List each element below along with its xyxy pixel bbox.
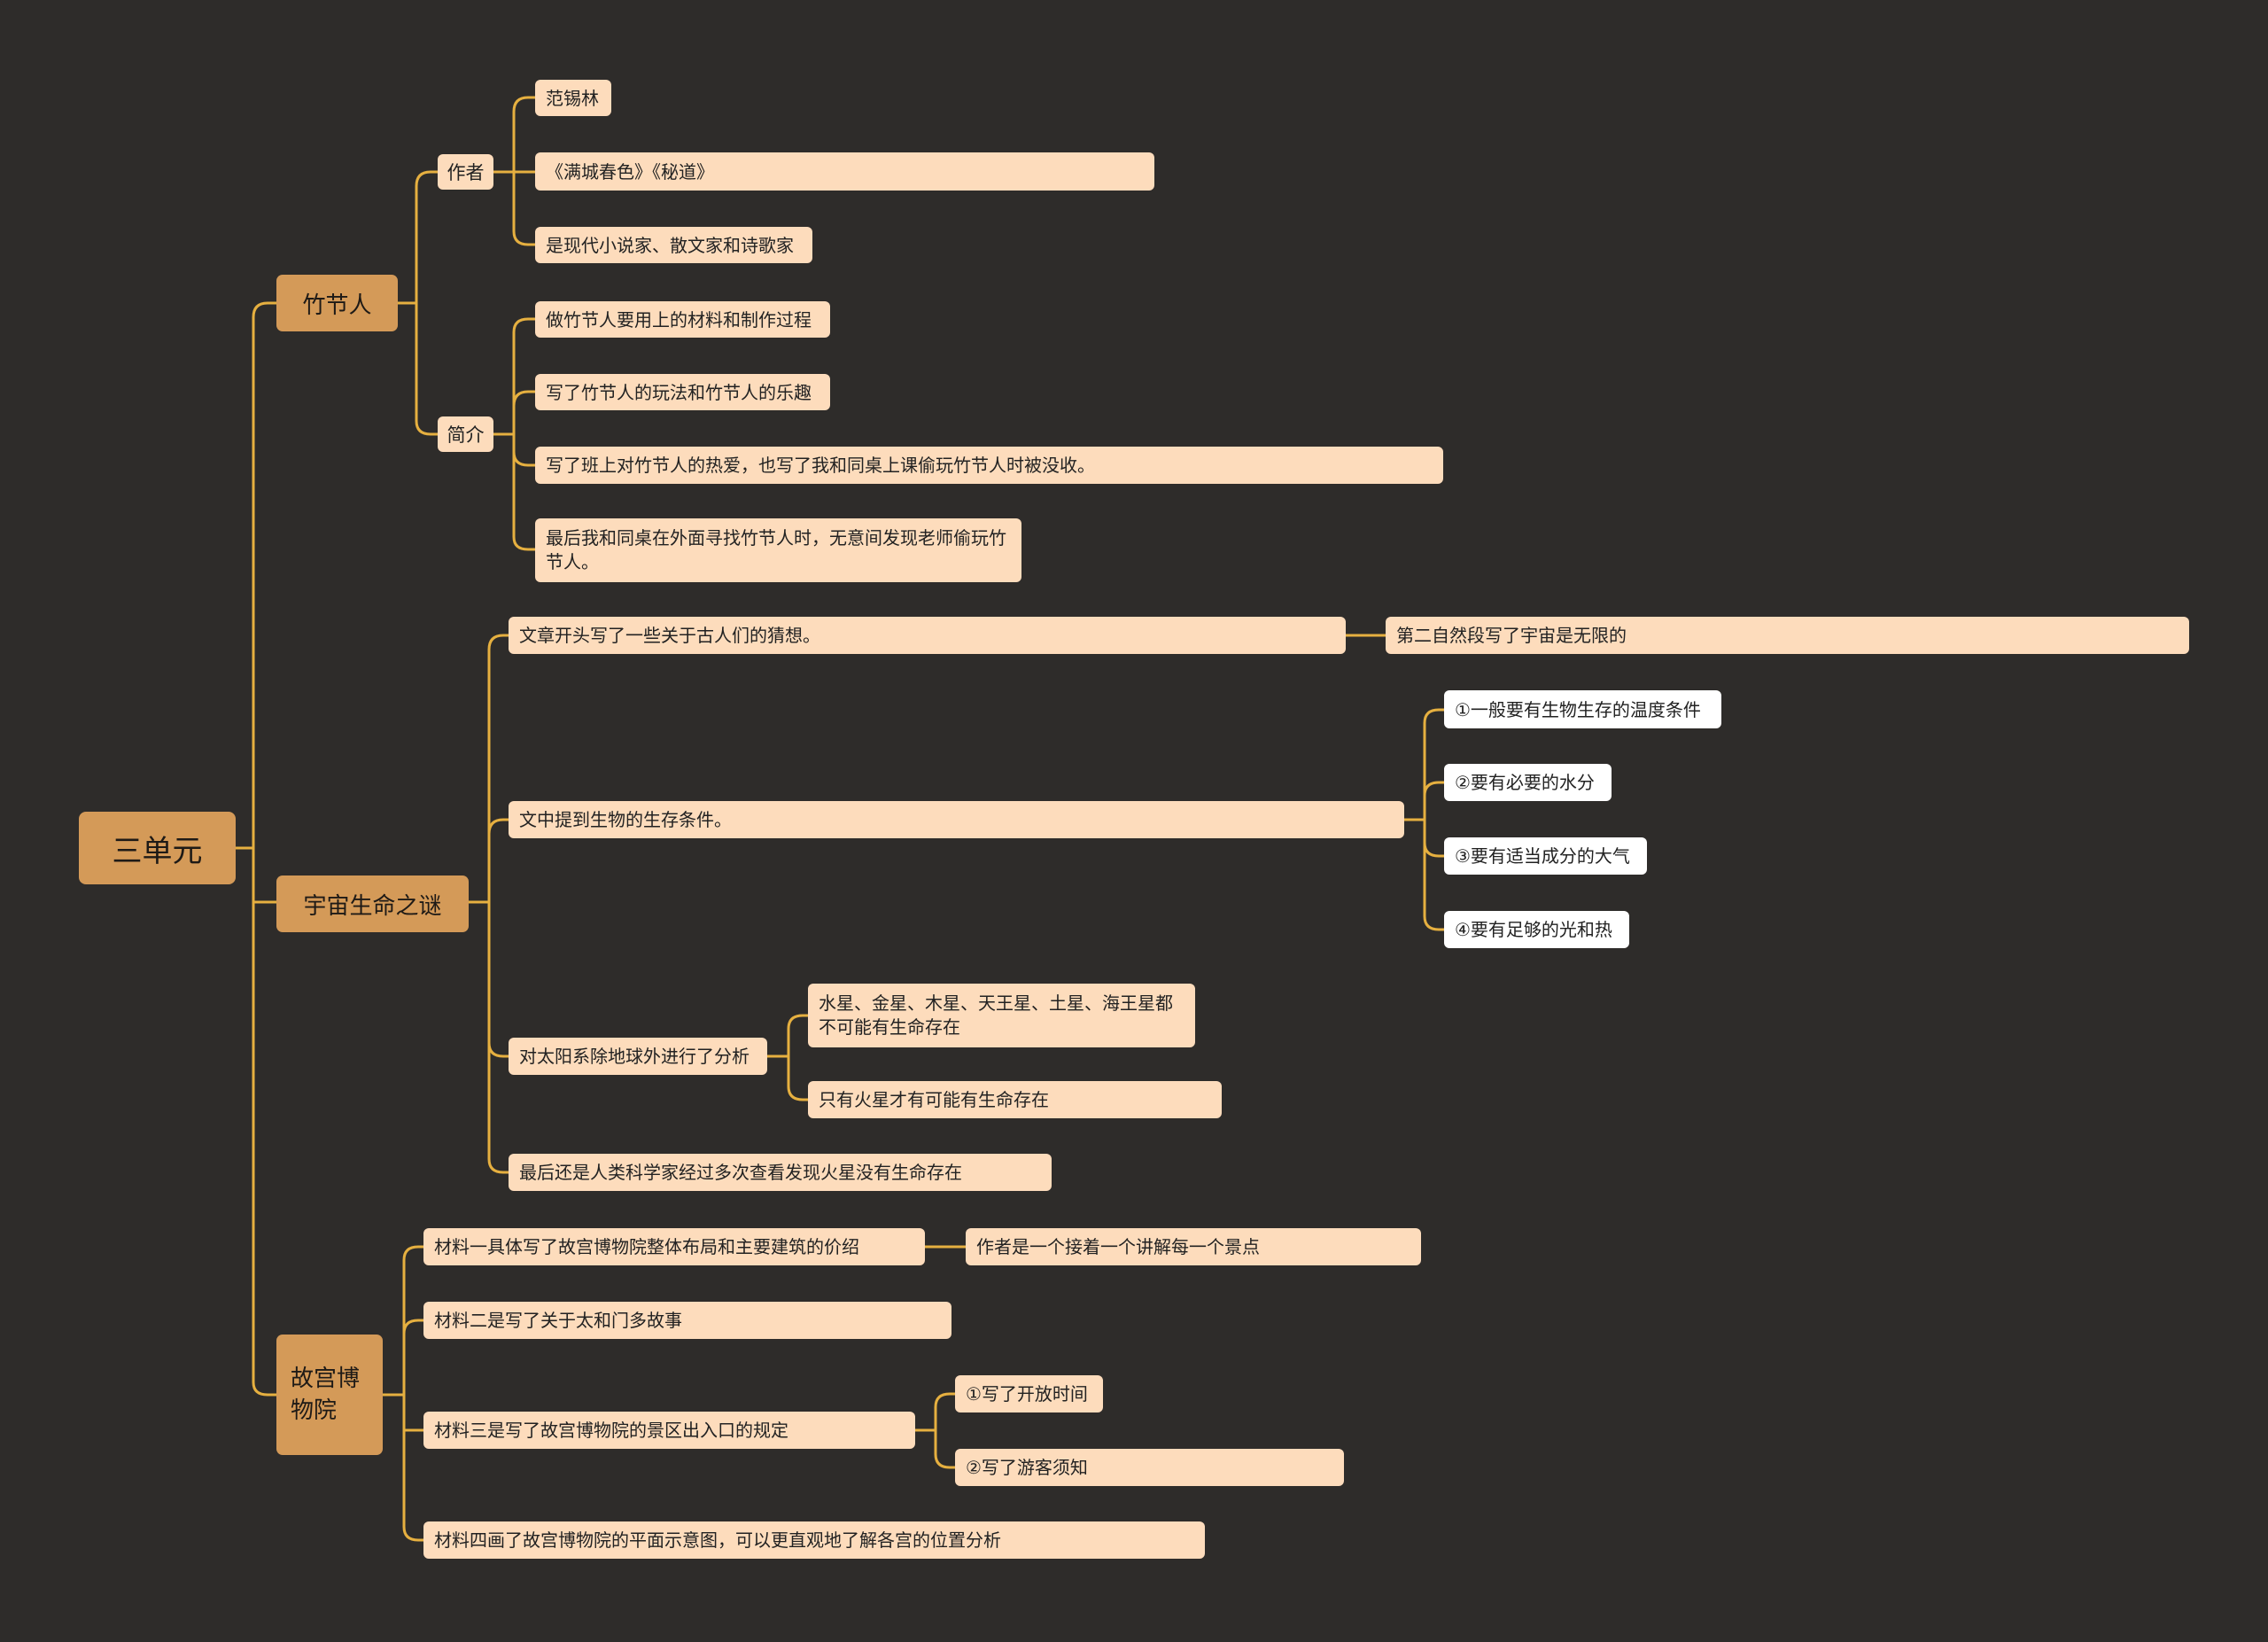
leaf-yuzhou-1[interactable]: 文章开头写了一些关于古人们的猜想。 (509, 617, 1346, 654)
leaf-gugong-4[interactable]: 材料四画了故宫博物院的平面示意图，可以更直观地了解各宫的位置分析 (423, 1521, 1205, 1559)
leaf-gugong-1[interactable]: 材料一具体写了故宫博物院整体布局和主要建筑的价绍 (423, 1228, 925, 1265)
root-node[interactable]: 三单元 (79, 812, 236, 884)
leaf-author-desc[interactable]: 是现代小说家、散文家和诗歌家 (535, 227, 812, 263)
leaf-gugong-1-child[interactable]: 作者是一个接着一个讲解每一个景点 (966, 1228, 1421, 1265)
branch-yuzhou[interactable]: 宇宙生命之谜 (276, 875, 469, 932)
leaf-condition-2[interactable]: ②要有必要的水分 (1444, 764, 1612, 801)
leaf-yuzhou-2[interactable]: 文中提到生物的生存条件。 (509, 801, 1404, 838)
leaf-planets-1[interactable]: 水星、金星、木星、天王星、土星、海王星都不可能有生命存在 (808, 984, 1195, 1047)
leaf-yuzhou-3[interactable]: 对太阳系除地球外进行了分析 (509, 1038, 767, 1075)
branch-zhujieren[interactable]: 竹节人 (276, 275, 398, 331)
leaf-author-name[interactable]: 范锡林 (535, 80, 611, 116)
leaf-author-works[interactable]: 《满城春色》《秘道》 (535, 152, 1154, 191)
leaf-gugong-2[interactable]: 材料二是写了关于太和门多故事 (423, 1302, 951, 1339)
leaf-yuzhou-1-child[interactable]: 第二自然段写了宇宙是无限的 (1386, 617, 2189, 654)
leaf-yuzhou-4[interactable]: 最后还是人类科学家经过多次查看发现火星没有生命存在 (509, 1154, 1052, 1191)
leaf-rule-2[interactable]: ②写了游客须知 (955, 1449, 1344, 1486)
leaf-intro-1[interactable]: 做竹节人要用上的材料和制作过程 (535, 301, 830, 338)
node-intro[interactable]: 简介 (438, 416, 493, 452)
leaf-intro-2[interactable]: 写了竹节人的玩法和竹节人的乐趣 (535, 374, 830, 410)
leaf-gugong-3[interactable]: 材料三是写了故宫博物院的景区出入口的规定 (423, 1412, 915, 1449)
leaf-rule-1[interactable]: ①写了开放时间 (955, 1375, 1103, 1412)
leaf-planets-2[interactable]: 只有火星才有可能有生命存在 (808, 1081, 1222, 1118)
leaf-intro-4[interactable]: 最后我和同桌在外面寻找竹节人时，无意间发现老师偷玩竹节人。 (535, 518, 1021, 582)
leaf-condition-3[interactable]: ③要有适当成分的大气 (1444, 837, 1647, 875)
leaf-condition-1[interactable]: ①一般要有生物生存的温度条件 (1444, 690, 1721, 728)
node-author[interactable]: 作者 (438, 154, 493, 190)
branch-gugong[interactable]: 故宫博物院 (276, 1335, 383, 1455)
leaf-intro-3[interactable]: 写了班上对竹节人的热爱，也写了我和同桌上课偷玩竹节人时被没收。 (535, 447, 1443, 484)
leaf-condition-4[interactable]: ④要有足够的光和热 (1444, 911, 1629, 948)
